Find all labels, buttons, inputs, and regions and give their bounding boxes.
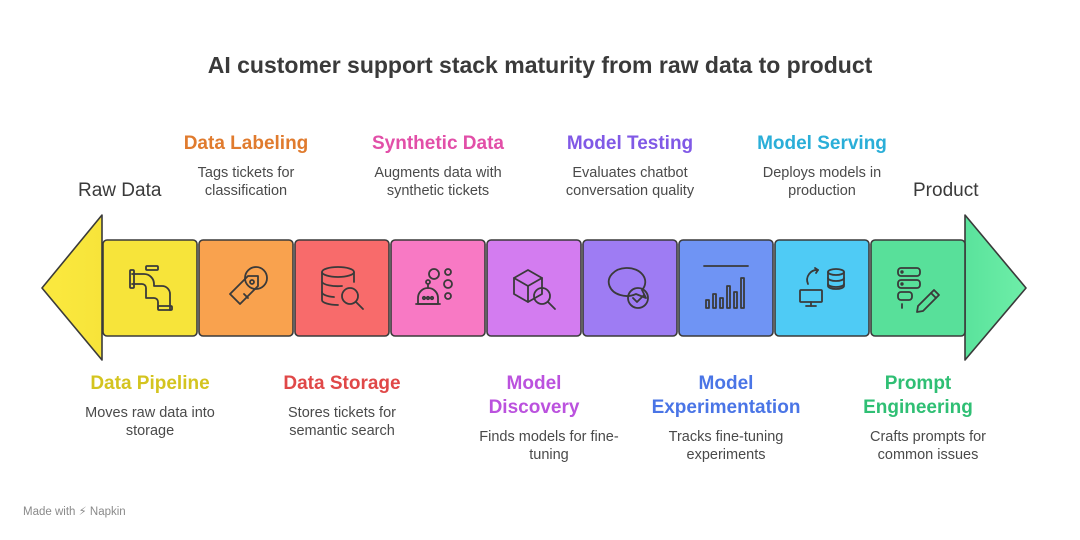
right-arrowhead	[964, 214, 1027, 361]
stage-title: Model Serving	[757, 133, 887, 154]
database-search-icon	[321, 266, 364, 310]
server-deploy-icon	[799, 267, 845, 307]
end-label: Product	[913, 180, 979, 201]
stage-description: Tags tickets for classification	[197, 165, 295, 199]
napkin-logo-icon: ⚡	[78, 506, 87, 518]
stage-title: Data Pipeline	[90, 373, 210, 394]
footer-brand: Napkin	[89, 506, 126, 518]
stage-description: Evaluates chatbot conversation quality	[565, 165, 695, 199]
stage-description: Deploys models in production	[762, 165, 882, 199]
tag-icon	[229, 266, 268, 305]
stage-title: Model Testing	[566, 133, 694, 154]
segment-1	[102, 239, 198, 337]
bar-chart-icon	[703, 265, 749, 309]
diagram-title: AI customer support stack maturity from …	[207, 52, 873, 78]
cube-search-icon	[513, 269, 556, 310]
segment-3	[294, 239, 390, 337]
stage-description: Crafts prompts for common issues	[869, 429, 987, 463]
segment-5	[486, 239, 582, 337]
stage-description: Tracks fine-tuning experiments	[668, 429, 784, 463]
segment-6	[582, 239, 678, 337]
list-pencil-icon	[897, 267, 940, 313]
stage-description: Stores tickets for semantic search	[288, 405, 396, 439]
stage-title: Data Storage	[283, 373, 401, 394]
stage-title: Prompt Engineering	[863, 373, 973, 418]
segment-7	[678, 239, 774, 337]
stage-description: Finds models for fine-tuning	[479, 429, 619, 463]
pipe-icon	[129, 265, 173, 311]
segment-8	[774, 239, 870, 337]
stage-title: Model Experimentation	[651, 373, 801, 418]
robot-bubbles-icon	[415, 268, 453, 305]
segment-2	[198, 239, 294, 337]
stage-title: Synthetic Data	[372, 133, 504, 154]
stage-description: Moves raw data into storage	[85, 405, 215, 439]
footer: Made with ⚡ Napkin	[23, 504, 126, 518]
left-arrowhead	[41, 214, 103, 361]
stage-title: Model Discovery	[488, 373, 580, 418]
footer-made-with: Made with	[23, 506, 76, 518]
segment-4	[390, 239, 486, 337]
stage-title: Data Labeling	[183, 133, 309, 154]
start-label: Raw Data	[78, 180, 162, 201]
stage-description: Augments data with synthetic tickets	[374, 165, 502, 199]
chat-check-icon	[607, 267, 649, 309]
